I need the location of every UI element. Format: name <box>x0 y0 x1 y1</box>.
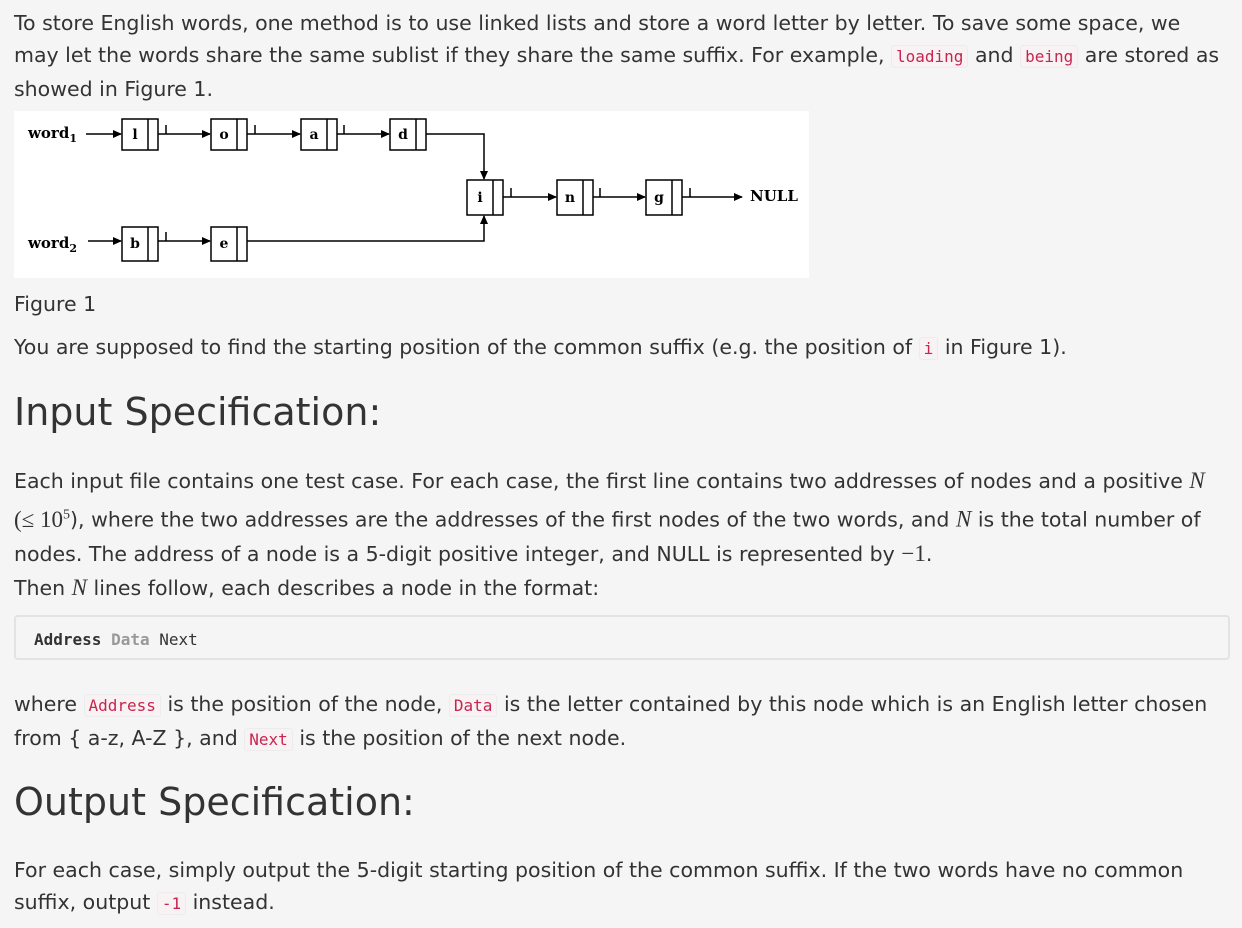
shared-node-letter-2: g <box>654 190 664 206</box>
word1-node-letter-0: l <box>132 127 137 143</box>
inline-code-data: Data <box>448 694 498 717</box>
node-b <box>121 226 159 262</box>
word1-node-letter-2: a <box>309 127 318 143</box>
node-format-code-block: Address Data Next <box>14 615 1230 660</box>
intro-paragraph: To store English words, one method is to… <box>14 11 1220 101</box>
word2-node-letter-1: e <box>220 236 229 252</box>
inline-code-i: i <box>918 337 939 360</box>
word2-label: word2 <box>27 234 77 255</box>
shared-node-letter-0: i <box>477 190 482 206</box>
output-spec-heading: Output Specification: <box>14 780 415 824</box>
node-e <box>210 226 248 262</box>
input-spec-paragraph-1: Each input file contains one test case. … <box>14 468 1205 566</box>
node-a <box>300 118 338 151</box>
word2-node-letter-0: b <box>130 236 140 252</box>
inline-code-next: Next <box>244 728 293 751</box>
input-spec-heading: Input Specification: <box>14 390 382 434</box>
word1-node-letter-1: o <box>219 127 228 143</box>
node-g <box>645 179 683 216</box>
node-i <box>466 179 504 216</box>
figure-1-linked-list-diagram: word1 word2 <box>14 111 809 278</box>
inline-code-being: being <box>1020 45 1079 68</box>
node-l <box>121 118 159 151</box>
inline-code-loading: loading <box>891 45 969 68</box>
figure-caption: Figure 1 <box>14 292 97 316</box>
word1-node-letter-3: d <box>398 127 408 143</box>
input-spec-paragraph-3: where Address is the position of the nod… <box>14 692 1208 751</box>
shared-node-letter-1: n <box>565 190 575 206</box>
task-paragraph: You are supposed to find the starting po… <box>14 335 1067 360</box>
inline-code-address: Address <box>83 694 161 717</box>
output-spec-paragraph: For each case, simply output the 5-digit… <box>14 858 1184 915</box>
node-d <box>389 118 427 151</box>
input-spec-paragraph-2: Then N lines follow, each describes a no… <box>14 575 600 600</box>
node-o <box>210 118 248 151</box>
null-label: NULL <box>750 187 798 205</box>
inline-code-minus-one: -1 <box>156 892 187 915</box>
word1-label: word1 <box>27 124 77 145</box>
